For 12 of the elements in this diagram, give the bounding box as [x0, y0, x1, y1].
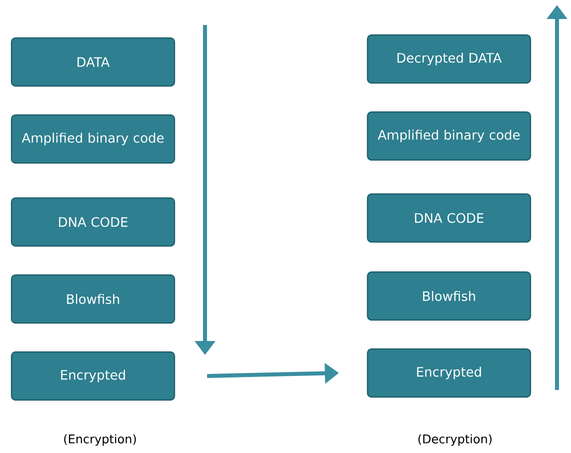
process-box: Blowfish — [10, 274, 176, 324]
process-box: Encrypted — [366, 348, 532, 398]
process-box: Decrypted DATA — [366, 34, 532, 84]
caption-text: (Decryption) — [418, 434, 492, 446]
process-box: Amplified binary code — [10, 114, 176, 164]
caption-text: (Encryption) — [64, 434, 136, 446]
process-box: Amplified binary code — [366, 111, 532, 161]
process-box: DATA — [10, 37, 176, 87]
process-box: Blowfish — [366, 271, 532, 321]
process-box: DNA CODE — [10, 197, 176, 247]
process-box: Encrypted — [10, 351, 176, 401]
process-box: DNA CODE — [366, 193, 532, 243]
